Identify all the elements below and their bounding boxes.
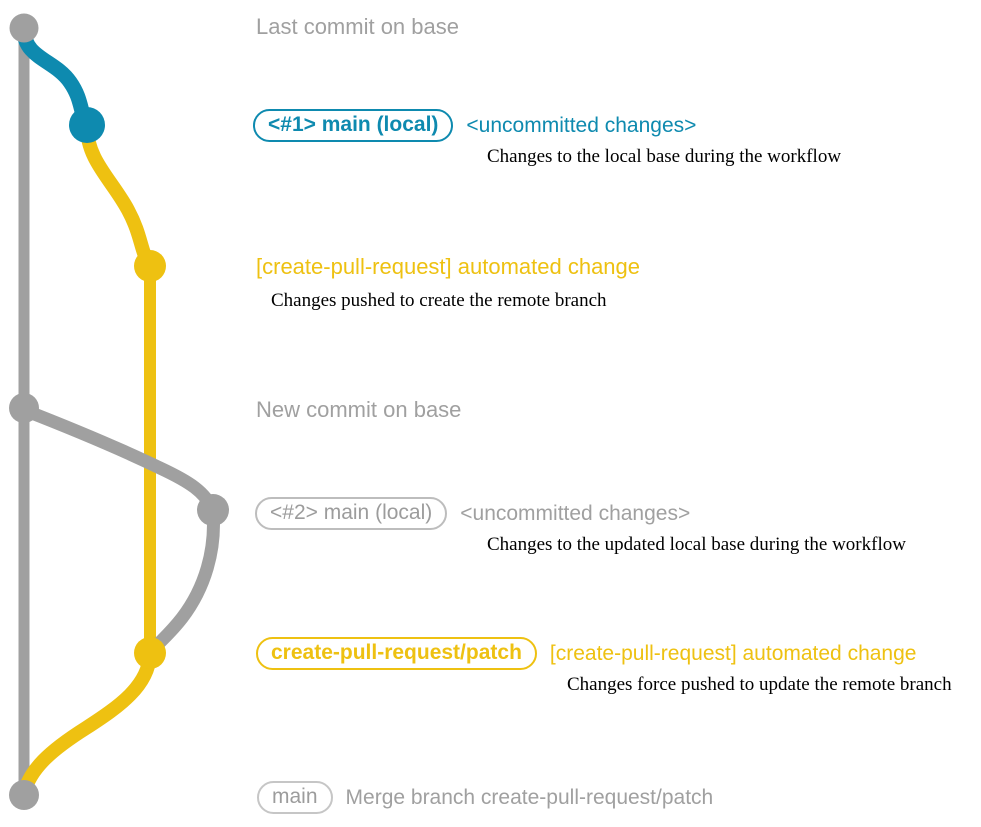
commit-node-remote-1[interactable] [134,250,166,282]
ref-badge-local-2[interactable]: <#2> main (local) [255,497,448,530]
ref-badge-local-1[interactable]: <#1> main (local) [253,109,454,142]
commit-node-remote-2[interactable] [134,637,166,669]
edge-branch-local-2 [17,403,220,517]
commit-node-local-2[interactable] [197,494,229,526]
commit-node-local-1[interactable] [69,107,105,143]
commit-row-base-merge: main Merge branch create-pull-request/pa… [257,781,713,814]
ref-badge-remote-2[interactable]: create-pull-request/patch [256,637,537,670]
commit-row-remote-2: create-pull-request/patch [create-pull-r… [256,637,916,670]
commit-node-base-new[interactable] [9,393,39,423]
commit-subject-base-new: New commit on base [256,397,462,422]
commit-note-local-1: Changes to the local base during the wor… [487,146,842,167]
edge-merge-remote-2 [17,648,157,800]
commit-subject-base-merge: Merge branch create-pull-request/patch [345,786,714,809]
commit-subject-base-last: Last commit on base [256,14,459,39]
ref-badge-main[interactable]: main [257,781,333,814]
commit-subject-remote-2: [create-pull-request] automated change [549,642,917,665]
commit-subject-remote-1: [create-pull-request] automated change [256,254,641,279]
commit-row-local-1: <#1> main (local) <uncommitted changes> [253,109,696,142]
commit-node-base-last[interactable] [9,13,39,43]
commit-subject-local-1: <uncommitted changes> [466,114,697,137]
commit-note-local-2: Changes to the updated local base during… [487,534,906,555]
commit-row-local-2: <#2> main (local) <uncommitted changes> [255,497,690,530]
edge-branch-remote-1 [80,120,157,273]
commit-note-remote-2: Changes force pushed to update the remot… [567,674,952,695]
commit-node-base-merge[interactable] [9,780,39,810]
commit-subject-local-2: <uncommitted changes> [460,502,691,525]
commit-note-remote-1: Changes pushed to create the remote bran… [271,290,607,311]
